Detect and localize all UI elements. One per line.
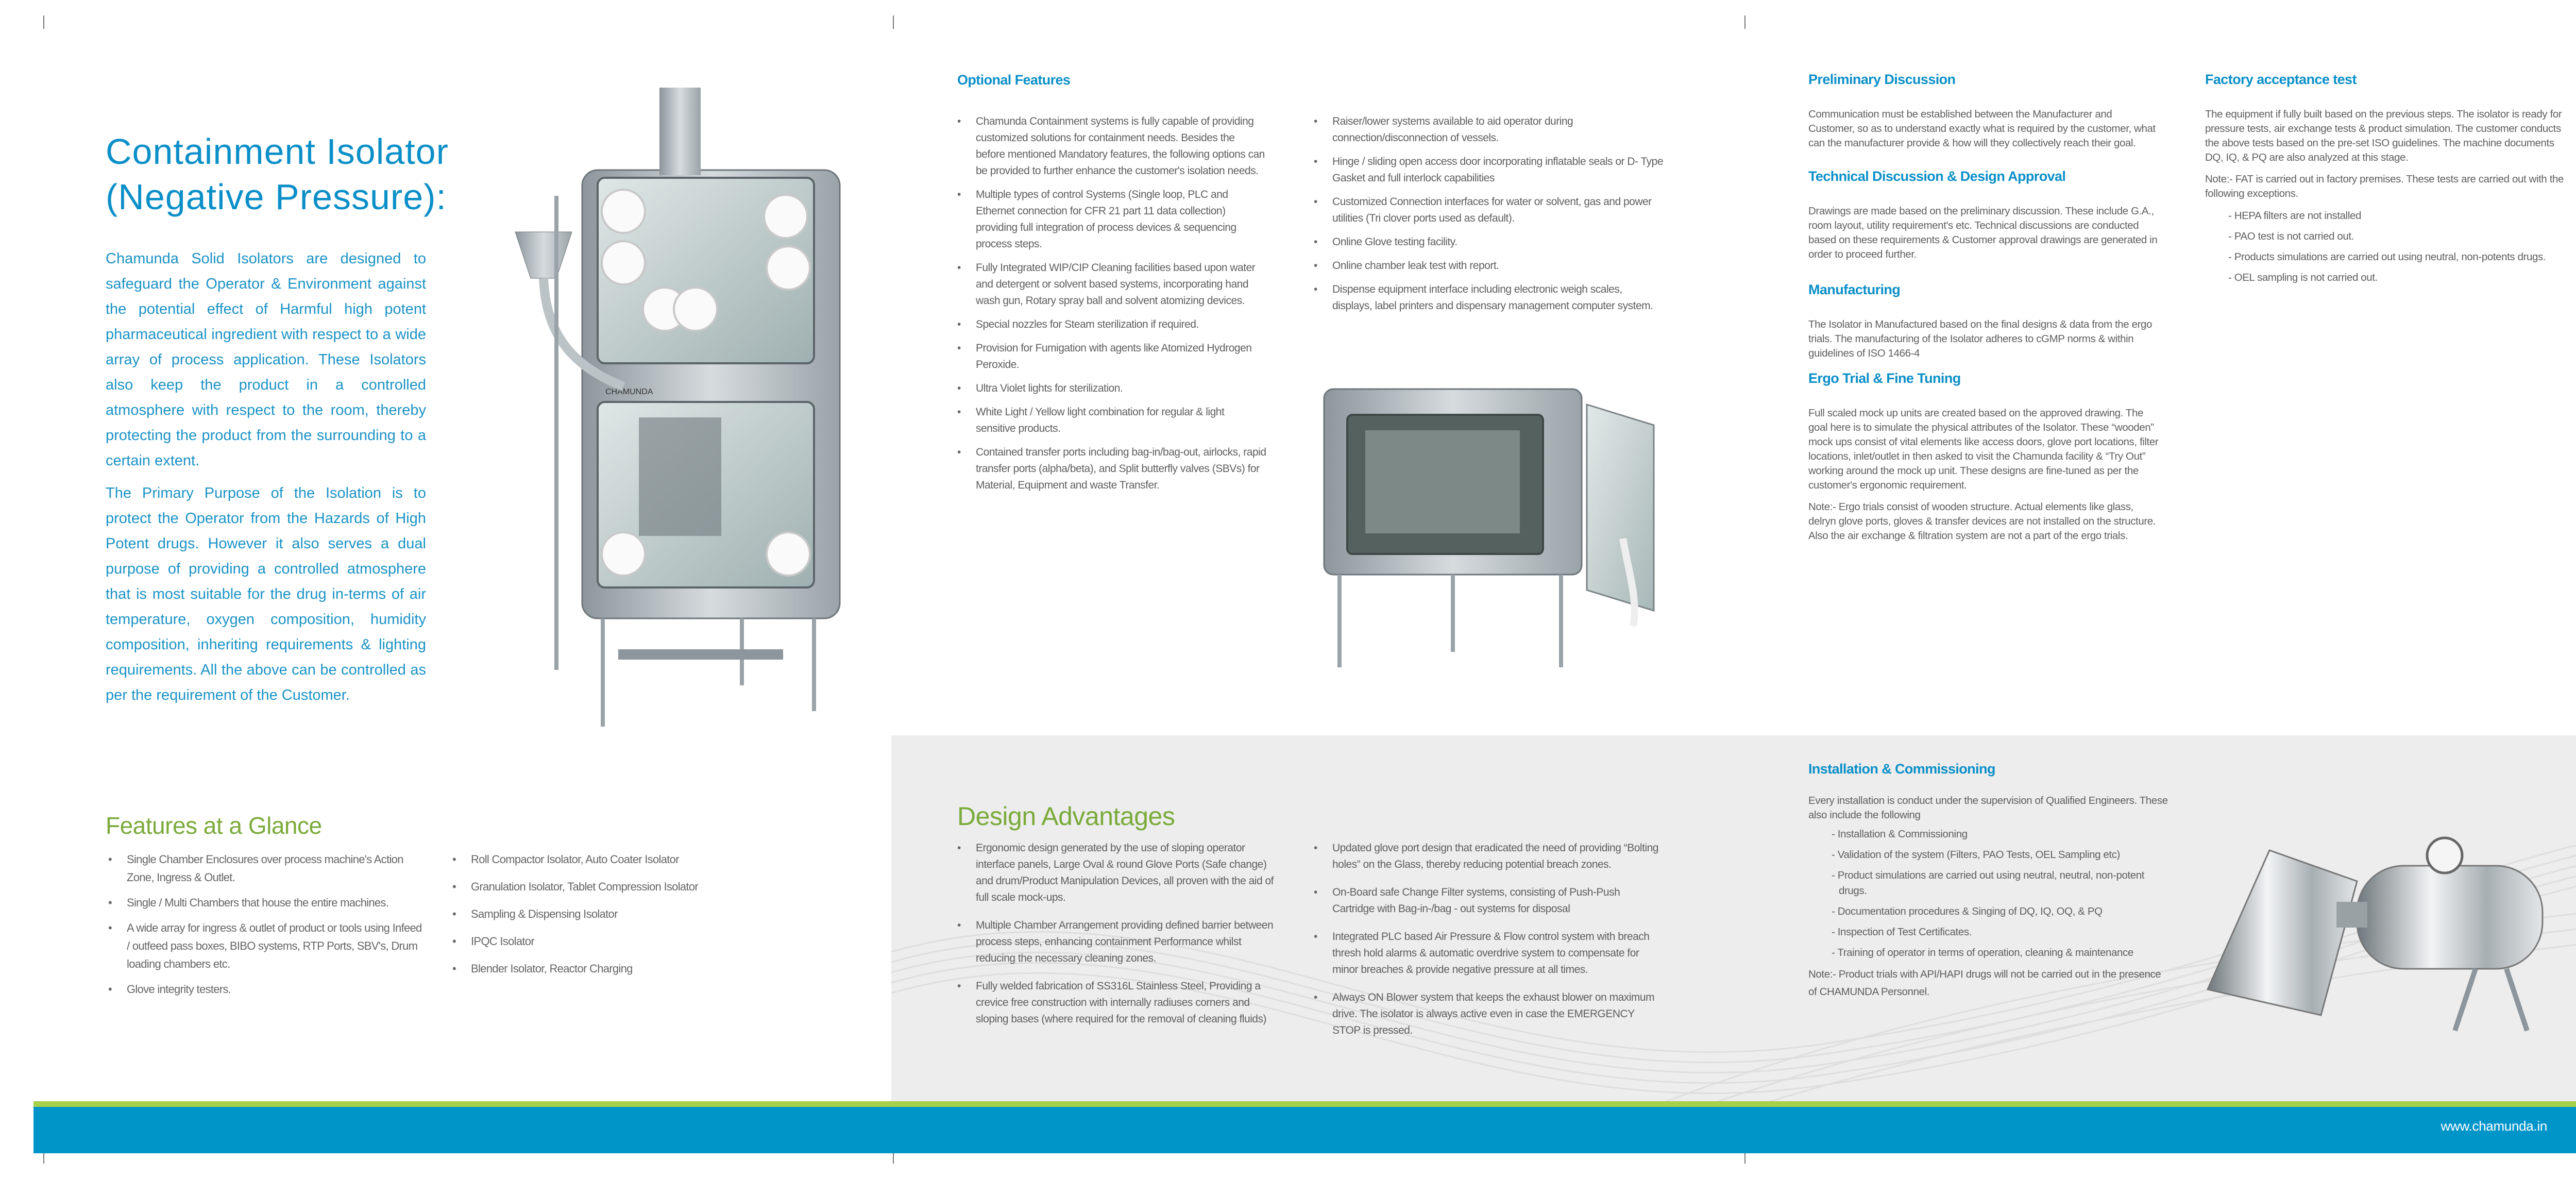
list-item: - Validation of the system (Filters, PAO…: [1832, 849, 2120, 861]
list-item: Updated glove port design that eradicate…: [1314, 840, 1664, 873]
optional-features-list-col2: Raiser/lower systems available to aid op…: [1314, 113, 1664, 322]
website-link[interactable]: www.chamunda.in: [2441, 1118, 2548, 1134]
list-item: Fully Integrated WIP/CIP Cleaning facili…: [957, 260, 1266, 309]
preliminary-heading: Preliminary Discussion: [1808, 72, 1956, 87]
process-column-1: Preliminary Discussion Communication mus…: [1808, 72, 2159, 550]
crop-mark: [43, 1150, 44, 1164]
machine-logo-label: CHAMUNDA: [605, 388, 653, 396]
list-item: White Light / Yellow light combination f…: [957, 404, 1266, 437]
list-item: - Inspection of Test Certificates.: [1832, 926, 1972, 938]
list-item: - HEPA filters are not installed: [2228, 210, 2361, 222]
features-list-col1: Single Chamber Enclosures over process m…: [108, 850, 422, 1005]
list-item: Ultra Violet lights for sterilization.: [957, 380, 1266, 397]
installation-body: Every installation is conduct under the …: [1808, 795, 2168, 821]
design-advantages-heading: Design Advantages: [957, 802, 1175, 831]
list-item: Glove integrity testers.: [108, 980, 422, 998]
list-item: Ergonomic design generated by the use of…: [957, 840, 1277, 906]
title-line-1: Containment Isolator: [106, 131, 449, 172]
mixer-photo: [2187, 819, 2576, 1038]
open-isolator-photo: [1319, 384, 1669, 678]
list-item: - Training of operator in terms of opera…: [1832, 947, 2133, 959]
crop-mark: [893, 15, 894, 29]
list-item: Fully welded fabrication of SS316L Stain…: [957, 978, 1277, 1028]
manufacturing-heading: Manufacturing: [1808, 282, 1901, 297]
list-item: - OEL sampling is not carried out.: [2228, 272, 2378, 283]
installation-note: Note:- Product trials with API/HAPI drug…: [1808, 968, 2161, 998]
list-item: - Documentation procedures & Singing of …: [1832, 905, 2103, 917]
ergo-heading: Ergo Trial & Fine Tuning: [1808, 371, 1961, 386]
list-item: Single Chamber Enclosures over process m…: [108, 850, 422, 886]
list-item: Online chamber leak test with report.: [1314, 258, 1664, 274]
list-item: Contained transfer ports including bag-i…: [957, 444, 1266, 494]
list-item: - Products simulations are carried out u…: [2228, 251, 2546, 263]
installation-heading: Installation & Commissioning: [1808, 761, 1995, 777]
footer-bar: www.chamunda.in: [33, 1107, 2576, 1153]
process-column-2: Factory acceptance test The equipment if…: [2205, 72, 2566, 291]
fat-exceptions-list: - HEPA filters are not installed - PAO te…: [2205, 208, 2566, 285]
footer-accent-stripe: [33, 1101, 2576, 1107]
list-item: Single / Multi Chambers that house the e…: [108, 894, 422, 912]
fat-heading: Factory acceptance test: [2205, 72, 2357, 87]
design-advantages-list-col1: Ergonomic design generated by the use of…: [957, 840, 1277, 1039]
isolator-photo: CHAMUNDA: [453, 77, 855, 745]
list-item: Special nozzles for Steam sterilization …: [957, 316, 1266, 333]
list-item: Multiple types of control Systems (Singl…: [957, 187, 1266, 253]
list-item: - PAO test is not carried out.: [2228, 230, 2354, 242]
intro-text: Chamunda Solid Isolators are designed to…: [106, 246, 426, 715]
list-item: - Product simulations are carried out us…: [1832, 869, 2145, 897]
features-heading: Features at a Glance: [106, 812, 322, 839]
optional-features-heading: Optional Features: [957, 72, 1071, 88]
list-item: Dispense equipment interface including e…: [1314, 281, 1664, 314]
list-item: A wide array for ingress & outlet of pro…: [108, 919, 422, 973]
preliminary-body: Communication must be established betwee…: [1808, 108, 2156, 149]
list-item: Blender Isolator, Reactor Charging: [452, 960, 761, 978]
design-advantages-list-col2: Updated glove port design that eradicate…: [1314, 840, 1664, 1050]
intro-paragraph: The Primary Purpose of the Isolation is …: [106, 485, 426, 703]
list-item: Granulation Isolator, Tablet Compression…: [452, 878, 761, 896]
crop-mark: [1744, 15, 1745, 29]
installation-list: - Installation & Commissioning - Validati…: [1808, 827, 2169, 961]
list-item: On-Board safe Change Filter systems, con…: [1314, 884, 1664, 917]
fat-note: Note:- FAT is carried out in factory pre…: [2205, 173, 2564, 199]
list-item: Provision for Fumigation with agents lik…: [957, 340, 1266, 373]
page-title: Containment Isolator (Negative Pressure)…: [106, 129, 497, 220]
list-item: Chamunda Containment systems is fully ca…: [957, 113, 1266, 179]
intro-paragraph: Chamunda Solid Isolators are designed to…: [106, 250, 426, 469]
installation-section: Installation & Commissioning Every insta…: [1808, 762, 2169, 1008]
title-line-2: (Negative Pressure):: [106, 177, 447, 217]
list-item: Roll Compactor Isolator, Auto Coater Iso…: [452, 850, 761, 868]
technical-body: Drawings are made based on the prelimina…: [1808, 205, 2158, 260]
ergo-body: Full scaled mock up units are created ba…: [1808, 407, 2159, 491]
optional-features-list-col1: Chamunda Containment systems is fully ca…: [957, 113, 1266, 501]
fat-body: The equipment if fully built based on th…: [2205, 108, 2562, 163]
list-item: Customized Connection interfaces for wat…: [1314, 194, 1664, 227]
list-item: - Installation & Commissioning: [1832, 828, 1968, 840]
list-item: Hinge / sliding open access door incorpo…: [1314, 154, 1664, 187]
list-item: Raiser/lower systems available to aid op…: [1314, 113, 1664, 146]
list-item: IPQC Isolator: [452, 932, 761, 950]
technical-heading: Technical Discussion & Design Approval: [1808, 169, 2066, 184]
list-item: Online Glove testing facility.: [1314, 234, 1664, 250]
crop-mark: [893, 1150, 894, 1164]
list-item: Sampling & Dispensing Isolator: [452, 905, 761, 923]
crop-mark: [1744, 1150, 1745, 1164]
crop-mark: [43, 15, 44, 29]
list-item: Always ON Blower system that keeps the e…: [1314, 989, 1664, 1039]
features-list-col2: Roll Compactor Isolator, Auto Coater Iso…: [452, 850, 761, 987]
list-item: Multiple Chamber Arrangement providing d…: [957, 917, 1277, 967]
manufacturing-body: The Isolator in Manufactured based on th…: [1808, 318, 2153, 359]
list-item: Integrated PLC based Air Pressure & Flow…: [1314, 929, 1664, 978]
ergo-note: Note:- Ergo trials consist of wooden str…: [1808, 501, 2156, 542]
